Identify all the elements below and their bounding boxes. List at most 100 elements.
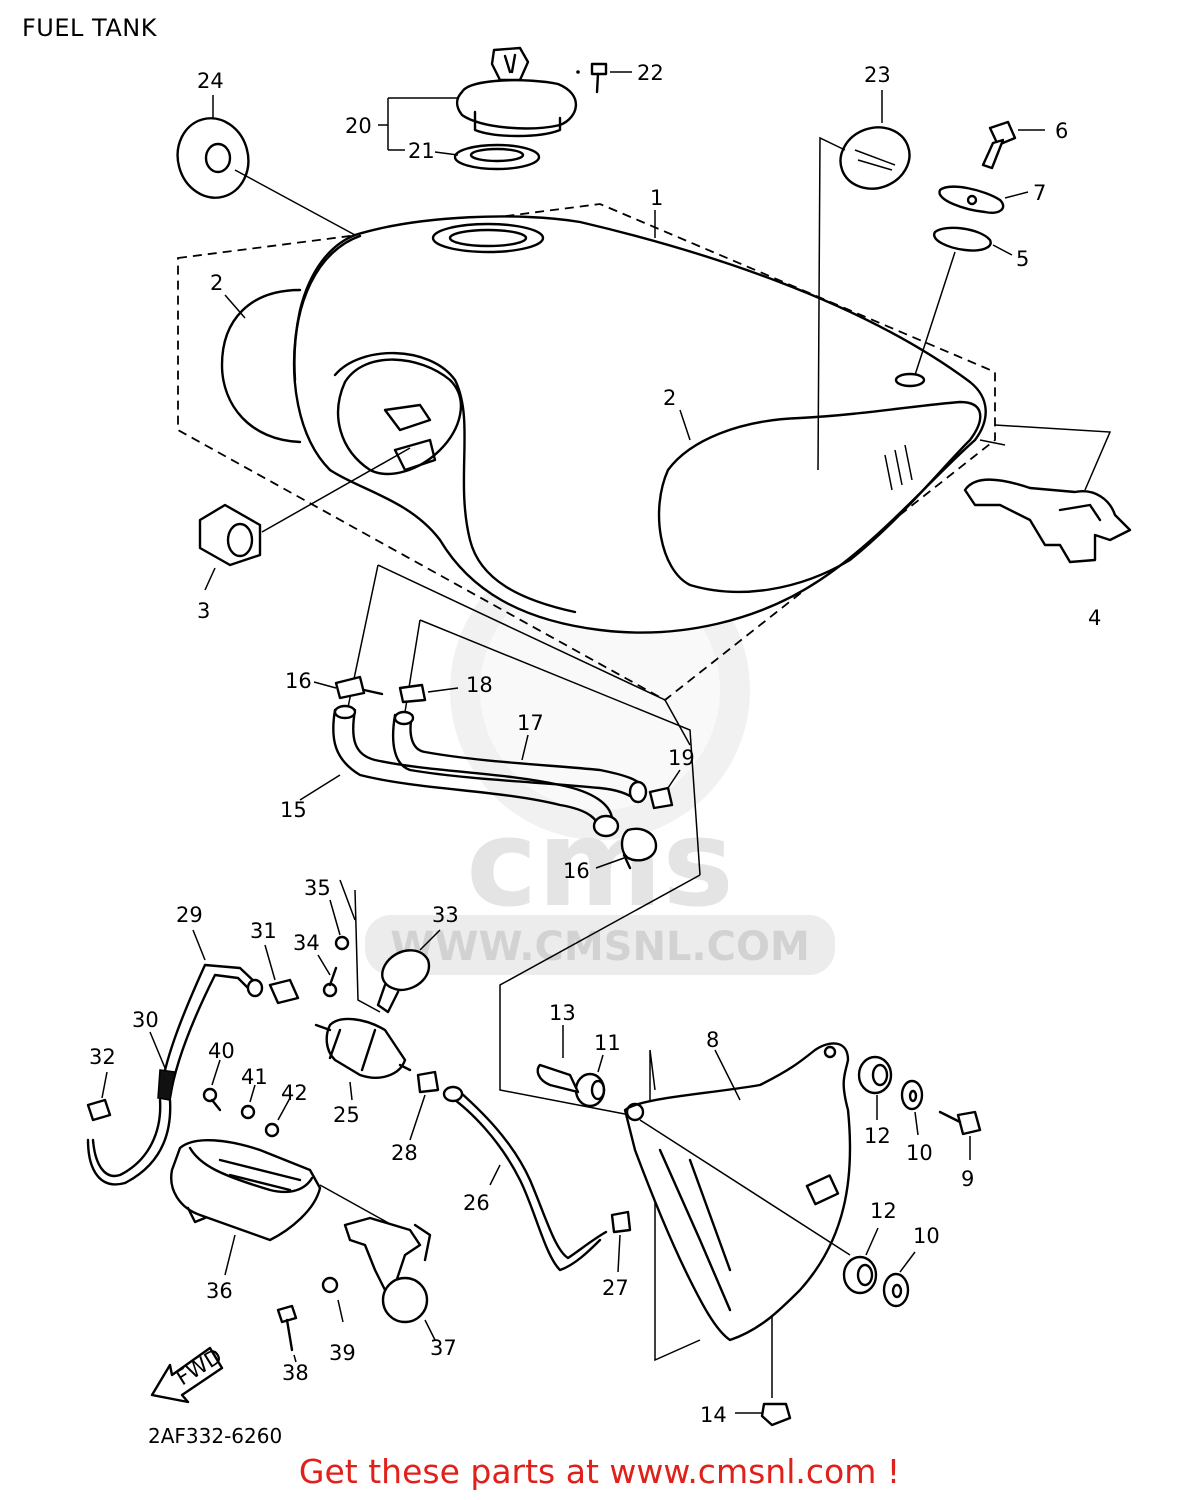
forward-arrow-icon: FWD — [150, 1344, 226, 1404]
filler-cap-part-20[interactable] — [378, 46, 578, 151]
screw-part-22[interactable] — [576, 62, 632, 94]
callout-27: 27 — [602, 1276, 629, 1300]
callout-labels: 1 2 2 3 4 5 6 7 8 9 10 10 11 12 12 13 14… — [89, 61, 1101, 1427]
callout-5: 5 — [1016, 247, 1029, 271]
watermark-url-text: WWW.CMSNL.COM — [390, 924, 810, 970]
washer-part-39[interactable] — [321, 1276, 344, 1323]
callout-12-top: 12 — [864, 1124, 891, 1148]
callout-2-left: 2 — [210, 271, 223, 295]
hose-part-30[interactable] — [86, 1031, 176, 1186]
clamp-part-32[interactable] — [86, 1071, 112, 1122]
diagram-code: 2AF332-6260 — [148, 1424, 283, 1448]
fuel-tank[interactable] — [177, 203, 1112, 702]
bolt-part-9[interactable] — [938, 1110, 982, 1160]
callout-9: 9 — [961, 1167, 974, 1191]
emblem-part-23[interactable] — [817, 90, 918, 471]
callout-3: 3 — [197, 599, 210, 623]
grommet-part-5[interactable] — [914, 226, 1013, 376]
washer-part-41[interactable] — [240, 1084, 256, 1120]
callout-13: 13 — [549, 1001, 576, 1025]
callout-15: 15 — [280, 798, 307, 822]
callout-38: 38 — [282, 1361, 309, 1385]
clamp-part-16-bottom[interactable] — [595, 827, 658, 870]
callout-37: 37 — [430, 1336, 457, 1360]
clamp-part-27[interactable] — [610, 1210, 632, 1273]
callout-25: 25 — [333, 1103, 360, 1127]
cover-part-36[interactable] — [170, 1139, 411, 1276]
watermark-logo-text: cms — [466, 795, 734, 934]
nut-part-42[interactable] — [264, 1097, 291, 1138]
callout-16-top: 16 — [285, 669, 312, 693]
dashed-hose-guides — [346, 564, 701, 876]
screw-part-38[interactable] — [276, 1304, 298, 1363]
callout-14: 14 — [700, 1403, 727, 1427]
collar-part-13[interactable] — [536, 1025, 580, 1094]
callout-10-top: 10 — [906, 1141, 933, 1165]
washer-part-10-bottom[interactable] — [882, 1251, 916, 1308]
callout-29: 29 — [176, 903, 203, 927]
callout-39: 39 — [329, 1341, 356, 1365]
washer-part-10-top[interactable] — [900, 1079, 924, 1136]
callout-28: 28 — [391, 1141, 418, 1165]
callout-23: 23 — [864, 63, 891, 87]
page-title: FUEL TANK — [22, 14, 157, 42]
clamp-part-31[interactable] — [264, 944, 300, 1005]
hose-part-15[interactable] — [299, 704, 620, 838]
damper-part-12-bottom[interactable] — [842, 1227, 879, 1295]
callout-22: 22 — [637, 61, 664, 85]
fuel-cock-part-37[interactable] — [343, 1216, 436, 1341]
callout-7: 7 — [1033, 181, 1046, 205]
callout-42: 42 — [281, 1081, 308, 1105]
callout-36: 36 — [206, 1279, 233, 1303]
bracket-part-4[interactable] — [963, 478, 1132, 564]
callout-11: 11 — [594, 1031, 621, 1055]
gasket-part-21[interactable] — [434, 143, 541, 171]
knob-part-3[interactable] — [198, 447, 411, 591]
nut-part-35[interactable] — [329, 879, 356, 951]
callout-26: 26 — [463, 1191, 490, 1215]
screw-part-40[interactable] — [202, 1059, 222, 1112]
grommet-part-11[interactable] — [574, 1054, 606, 1108]
clamp-part-19[interactable] — [648, 769, 681, 810]
trim-rubber-right[interactable] — [679, 409, 691, 441]
callout-6: 6 — [1055, 119, 1068, 143]
callout-33: 33 — [432, 903, 459, 927]
callout-8: 8 — [706, 1028, 719, 1052]
callout-31: 31 — [250, 919, 277, 943]
callout-40: 40 — [208, 1039, 235, 1063]
hose-part-17[interactable] — [391, 710, 648, 804]
callout-18: 18 — [466, 673, 493, 697]
reservoir-part-8[interactable] — [623, 1042, 852, 1342]
callout-17: 17 — [517, 711, 544, 735]
hose-part-26[interactable] — [442, 1085, 608, 1272]
callout-41: 41 — [241, 1065, 268, 1089]
callout-4: 4 — [1088, 606, 1101, 630]
callout-19: 19 — [668, 746, 695, 770]
screw-part-34[interactable] — [317, 954, 338, 998]
callout-35: 35 — [304, 876, 331, 900]
footer-link-text[interactable]: Get these parts at www.cmsnl.com ! — [298, 1452, 901, 1491]
clamp-part-28[interactable] — [409, 1070, 440, 1141]
clamp-part-16-top[interactable] — [313, 675, 384, 700]
fuel-filter-part-25[interactable] — [314, 1017, 412, 1101]
callout-10-bottom: 10 — [913, 1224, 940, 1248]
band-part-33[interactable] — [376, 929, 441, 1014]
lower-guides — [354, 874, 773, 1398]
trim-rubber-left[interactable] — [220, 288, 302, 444]
callout-2-right: 2 — [663, 386, 676, 410]
emblem-part-24[interactable] — [169, 95, 356, 236]
callout-16-bottom: 16 — [563, 859, 590, 883]
bolt-part-14[interactable] — [735, 1402, 792, 1427]
callout-30: 30 — [132, 1008, 159, 1032]
damper-part-12-top[interactable] — [857, 1055, 893, 1120]
callout-20: 20 — [345, 114, 372, 138]
clamp-part-18[interactable] — [398, 683, 459, 704]
callout-32: 32 — [89, 1045, 116, 1069]
callout-34: 34 — [293, 931, 320, 955]
callout-24: 24 — [197, 69, 224, 93]
callout-1: 1 — [650, 186, 663, 210]
bolt-part-6[interactable] — [981, 120, 1045, 170]
plate-part-7[interactable] — [938, 185, 1029, 214]
